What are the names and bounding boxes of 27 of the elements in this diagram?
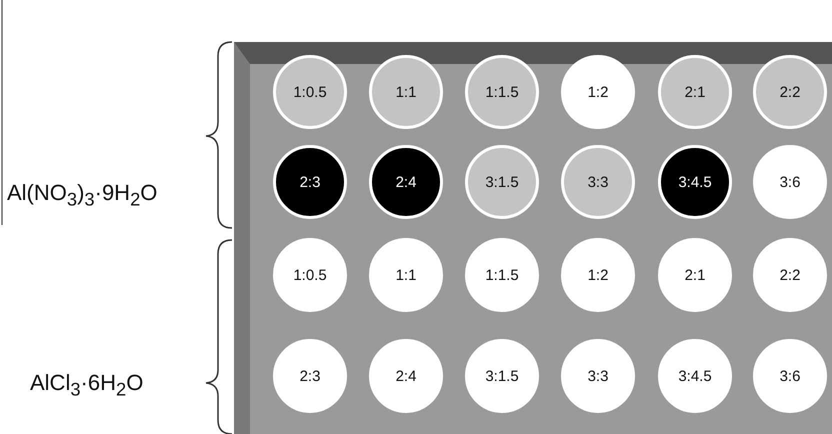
well: 2:3: [273, 339, 347, 413]
compound-label: Al(NO$_{3}$)$_{3}$·9H$_{2}$O: [7, 180, 158, 210]
well: 2:1: [658, 238, 732, 312]
well: 1:0.5: [273, 55, 347, 129]
well: 3:4.5: [658, 145, 732, 219]
compound-label: AlCl$_{3}$·6H$_{2}$O: [30, 370, 144, 400]
well: 1:1.5: [465, 238, 539, 312]
well: 2:1: [658, 55, 732, 129]
well: 2:2: [753, 238, 827, 312]
well: 3:3: [561, 339, 635, 413]
well: 3:1.5: [465, 339, 539, 413]
well: 2:3: [273, 145, 347, 219]
well: 3:3: [561, 145, 635, 219]
well: 3:1.5: [465, 145, 539, 219]
well: 1:1: [369, 238, 443, 312]
well: 1:0.5: [273, 238, 347, 312]
well: 1:2: [561, 238, 635, 312]
well: 1:2: [561, 55, 635, 129]
well: 3:6: [753, 339, 827, 413]
well: 1:1: [369, 55, 443, 129]
well: 1:1.5: [465, 55, 539, 129]
well: 2:4: [369, 339, 443, 413]
well: 2:2: [753, 55, 827, 129]
well: 3:4.5: [658, 339, 732, 413]
well-plate: [234, 42, 832, 434]
well: 2:4: [369, 145, 443, 219]
well: 3:6: [753, 145, 827, 219]
